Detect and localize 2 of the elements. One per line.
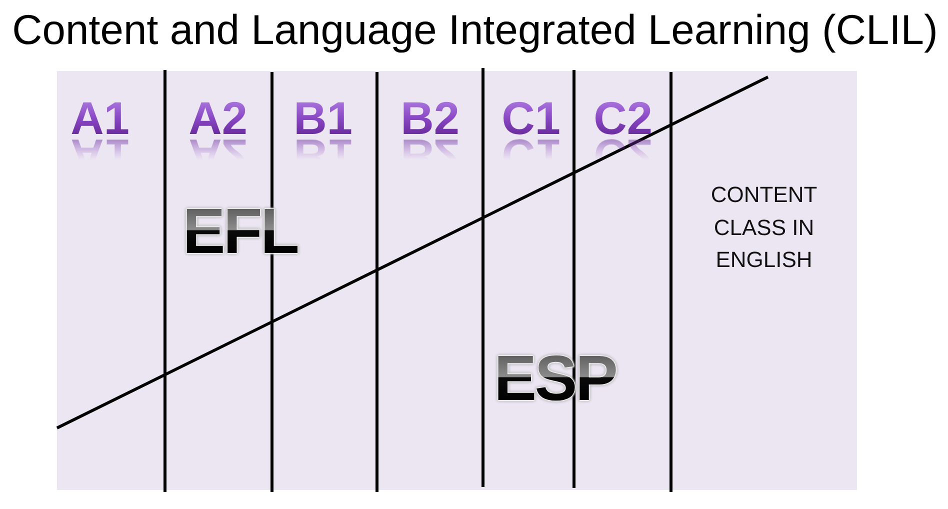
- diagram-title: Content and Language Integrated Learning (CLIL): [12, 5, 938, 56]
- column-label: CONTENT CLASS IN ENGLISH: [710, 181, 818, 274]
